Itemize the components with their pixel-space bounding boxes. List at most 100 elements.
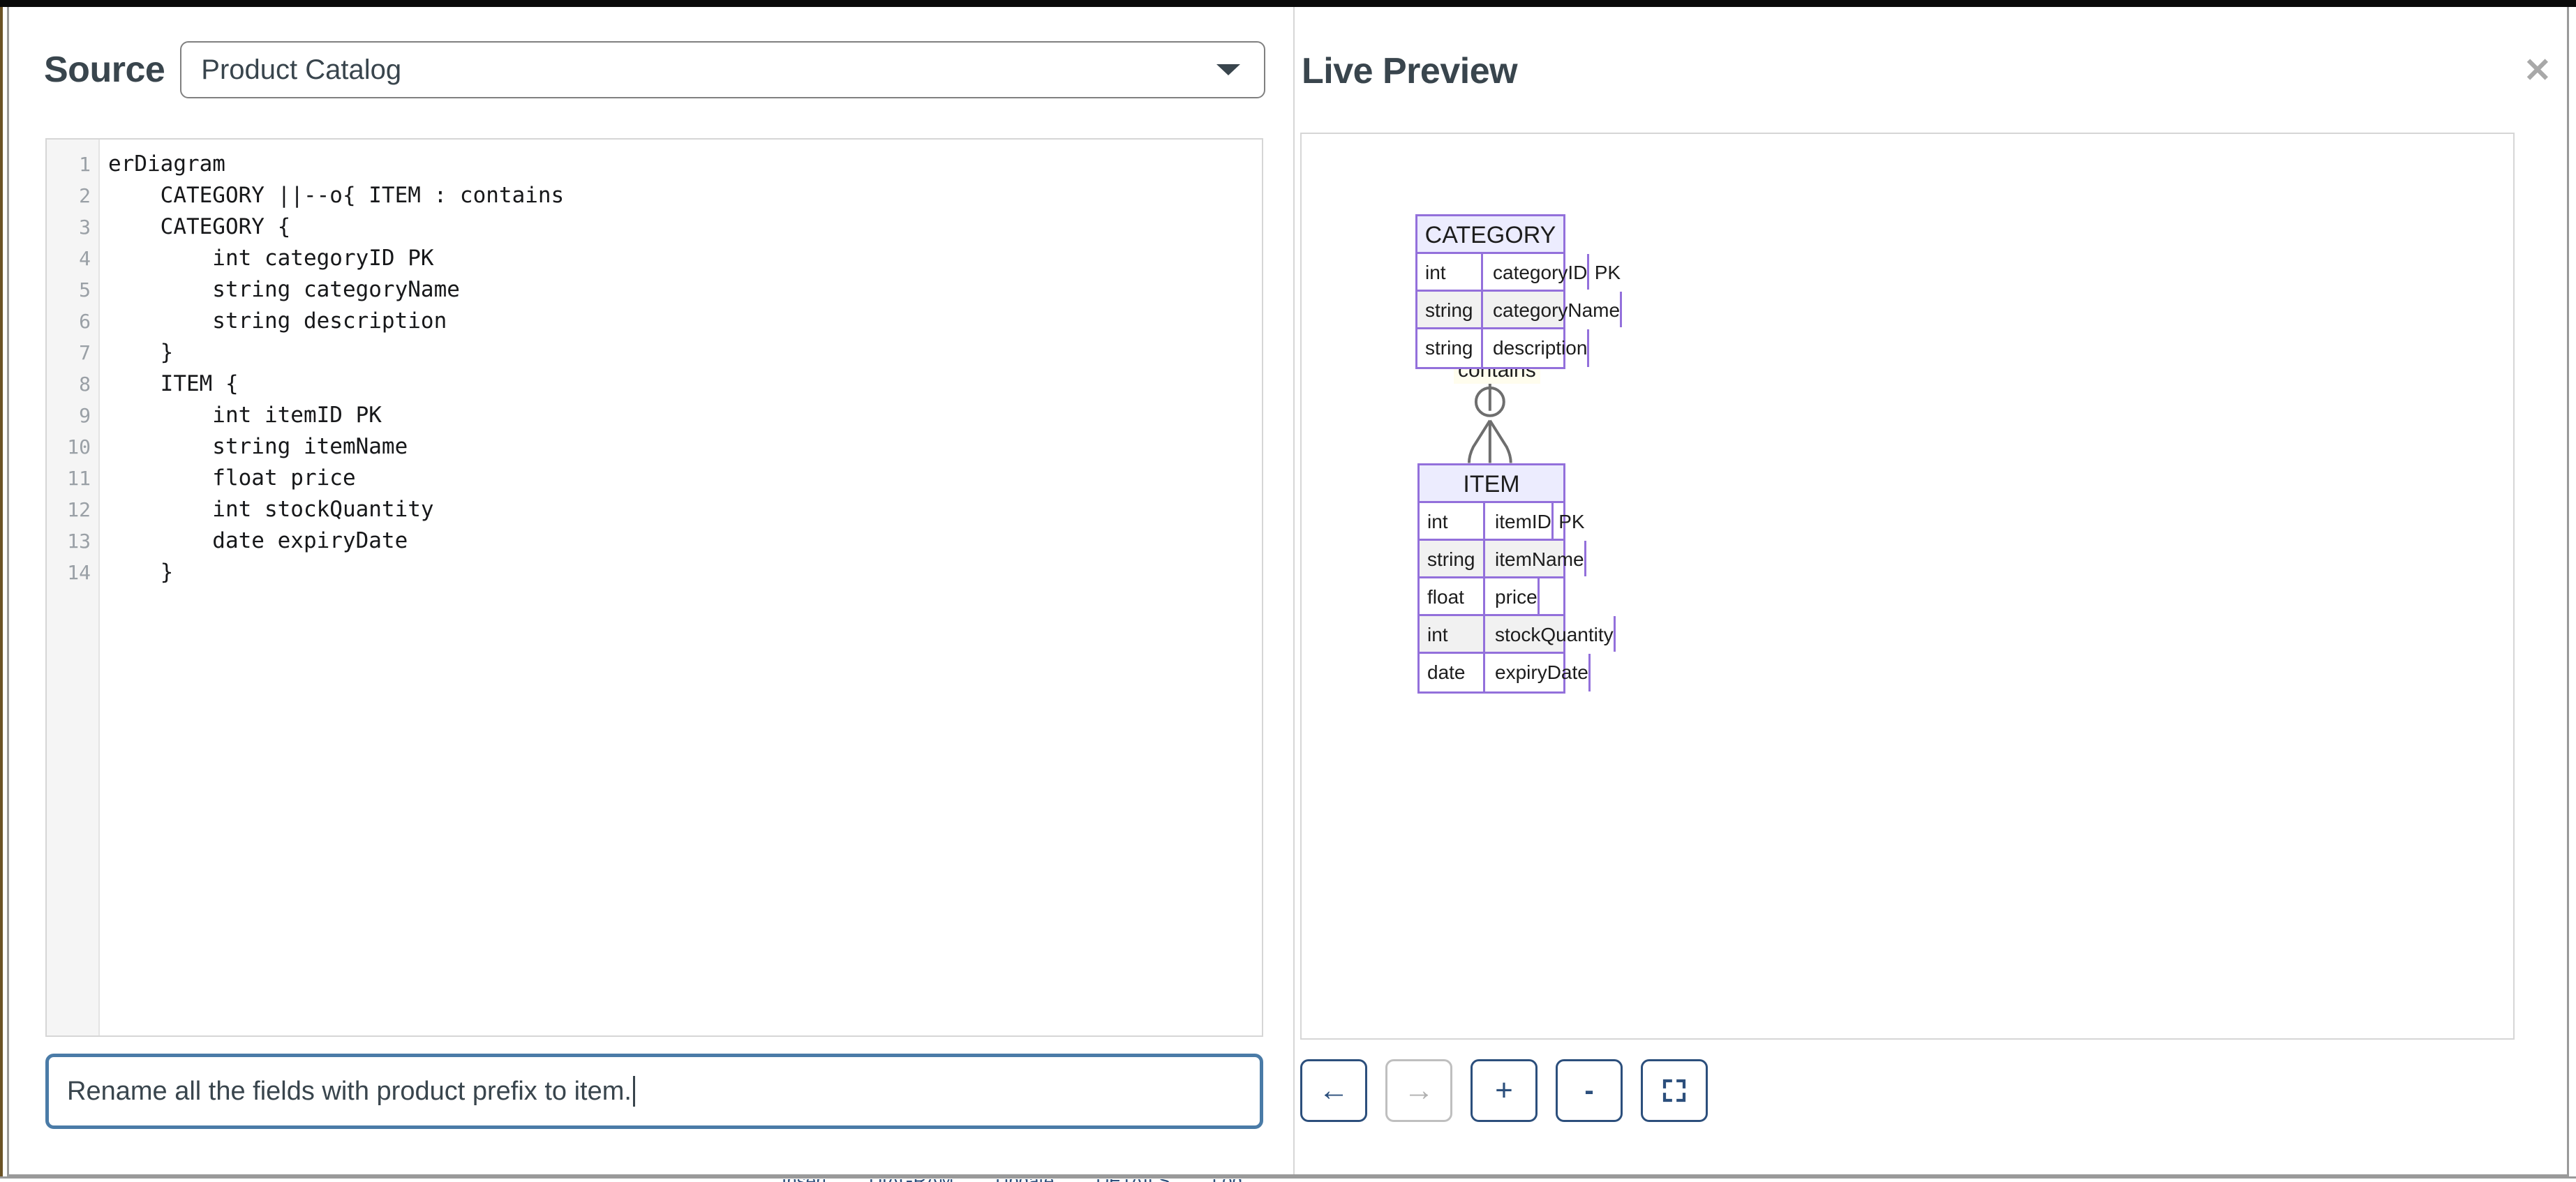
diagram-canvas[interactable]: contains CATEGORY int categoryID PK stri…: [1300, 133, 2515, 1040]
attribute-name: expiryDate: [1485, 654, 1591, 691]
entity-attribute-row: int categoryID PK: [1417, 254, 1621, 292]
fit-screen-icon: [1662, 1079, 1686, 1102]
prompt-input[interactable]: Rename all the fields with product prefi…: [45, 1054, 1263, 1129]
attribute-name: categoryID: [1483, 254, 1590, 290]
background-page-footer-text: Insert DIAGRAM Update DETAILS Log: [782, 1179, 1829, 1182]
diagram-select-value: Product Catalog: [201, 54, 402, 85]
attribute-key: [1540, 578, 1576, 614]
line-number: 13: [67, 530, 91, 553]
fit-screen-button[interactable]: [1641, 1059, 1708, 1122]
code-line: ITEM {: [108, 371, 239, 396]
window-left-edge: [0, 7, 3, 1176]
attribute-key: [1589, 329, 1625, 367]
background-text-2: Update: [995, 1179, 1054, 1182]
cardinality-many-foot: [1489, 419, 1512, 463]
window-top-chrome: [0, 0, 2576, 7]
code-line: string categoryName: [108, 277, 460, 302]
preview-toolbar: ← → + -: [1300, 1059, 1708, 1122]
pan-left-button[interactable]: ←: [1300, 1059, 1367, 1122]
attribute-type: int: [1420, 616, 1485, 652]
attribute-type: string: [1417, 329, 1483, 367]
modal-columns: Source Product Catalog 1 2 3 4 5 6 7 8 9: [9, 7, 2567, 1174]
line-number: 10: [67, 435, 91, 458]
attribute-type: date: [1420, 654, 1485, 691]
preview-panel-title: Live Preview: [1302, 51, 1518, 91]
entity-attribute-row: float price: [1420, 578, 1563, 616]
line-number: 5: [79, 278, 91, 301]
entity-attribute-row: string description: [1417, 329, 1590, 367]
entity-attribute-row: date expiryDate: [1420, 654, 1591, 691]
line-number: 2: [79, 184, 91, 207]
attribute-key: [1622, 292, 1658, 327]
minus-icon: -: [1584, 1075, 1594, 1106]
background-text-0: Insert: [782, 1179, 827, 1182]
line-number: 1: [79, 153, 91, 176]
close-icon[interactable]: ✕: [2523, 52, 2552, 89]
attribute-key: PK: [1594, 262, 1621, 283]
attribute-name: stockQuantity: [1485, 616, 1616, 652]
attribute-name: itemID: [1485, 503, 1554, 539]
attribute-name: categoryName: [1483, 292, 1623, 327]
code-line: }: [108, 340, 174, 365]
entity-name: CATEGORY: [1417, 216, 1563, 254]
background-text-1: DIAGRAM: [869, 1179, 953, 1182]
code-line: string itemName: [108, 434, 408, 459]
line-number: 4: [79, 247, 91, 270]
background-text-3: DETAILS: [1096, 1179, 1170, 1182]
code-line: erDiagram: [108, 151, 225, 177]
attribute-type: string: [1417, 292, 1483, 327]
entity-category[interactable]: CATEGORY int categoryID PK string catego…: [1415, 214, 1623, 369]
zoom-in-button[interactable]: +: [1471, 1059, 1538, 1122]
entity-name: ITEM: [1420, 465, 1563, 503]
attribute-key: [1591, 654, 1627, 691]
line-number: 8: [79, 373, 91, 396]
cardinality-zero-circle: [1474, 386, 1505, 417]
attribute-key: [1586, 541, 1623, 576]
code-line: int itemID PK: [108, 403, 382, 428]
code-line: float price: [108, 465, 356, 491]
diagram-select[interactable]: Product Catalog: [180, 41, 1265, 98]
arrow-left-icon: ←: [1318, 1073, 1349, 1107]
prompt-field-wrapper: Rename all the fields with product prefi…: [45, 1054, 1263, 1129]
code-content[interactable]: erDiagram CATEGORY ||--o{ ITEM : contain…: [100, 140, 1262, 1035]
pan-right-button[interactable]: →: [1385, 1059, 1452, 1122]
line-number: 11: [67, 467, 91, 490]
attribute-type: string: [1420, 541, 1485, 576]
code-line: CATEGORY ||--o{ ITEM : contains: [108, 183, 565, 208]
entity-item[interactable]: ITEM int itemID PK string itemName float…: [1417, 463, 1616, 694]
code-editor[interactable]: 1 2 3 4 5 6 7 8 9 10 11 12 13 14 erDiagr…: [45, 138, 1263, 1037]
line-number: 14: [67, 561, 91, 584]
entity-attribute-row: string categoryName: [1417, 292, 1623, 329]
code-line: CATEGORY {: [108, 214, 291, 239]
text-caret: [632, 1076, 635, 1107]
background-page-footer-sliver: [0, 1176, 2576, 1182]
attribute-name: price: [1485, 578, 1540, 614]
source-panel: Source Product Catalog 1 2 3 4 5 6 7 8 9: [9, 7, 1293, 1174]
entity-attribute-row: int stockQuantity: [1420, 616, 1616, 654]
prompt-input-value: Rename all the fields with product prefi…: [67, 1076, 632, 1106]
line-number: 6: [79, 310, 91, 333]
plus-icon: +: [1495, 1073, 1513, 1107]
line-number: 9: [79, 404, 91, 427]
preview-panel: Live Preview ✕: [1293, 7, 2567, 1174]
line-number: 12: [67, 498, 91, 521]
code-line: int stockQuantity: [108, 497, 434, 522]
line-number-gutter: 1 2 3 4 5 6 7 8 9 10 11 12 13 14: [47, 140, 100, 1035]
attribute-type: int: [1417, 254, 1483, 290]
attribute-key: [1616, 616, 1652, 652]
attribute-key: PK: [1558, 511, 1585, 532]
chevron-down-icon: [1216, 64, 1240, 75]
attribute-name: itemName: [1485, 541, 1586, 576]
attribute-type: float: [1420, 578, 1485, 614]
entity-attribute-row: string itemName: [1420, 541, 1586, 578]
page-title: Source: [44, 50, 165, 90]
background-text-4: Log: [1212, 1179, 1242, 1182]
code-line: string description: [108, 308, 447, 334]
source-panel-header: Source Product Catalog: [44, 38, 1265, 101]
entity-attribute-row: int itemID PK: [1420, 503, 1585, 541]
code-line: }: [108, 560, 174, 585]
zoom-out-button[interactable]: -: [1556, 1059, 1623, 1122]
arrow-right-icon: →: [1404, 1073, 1434, 1107]
attribute-type: int: [1420, 503, 1485, 539]
code-line: date expiryDate: [108, 528, 408, 553]
